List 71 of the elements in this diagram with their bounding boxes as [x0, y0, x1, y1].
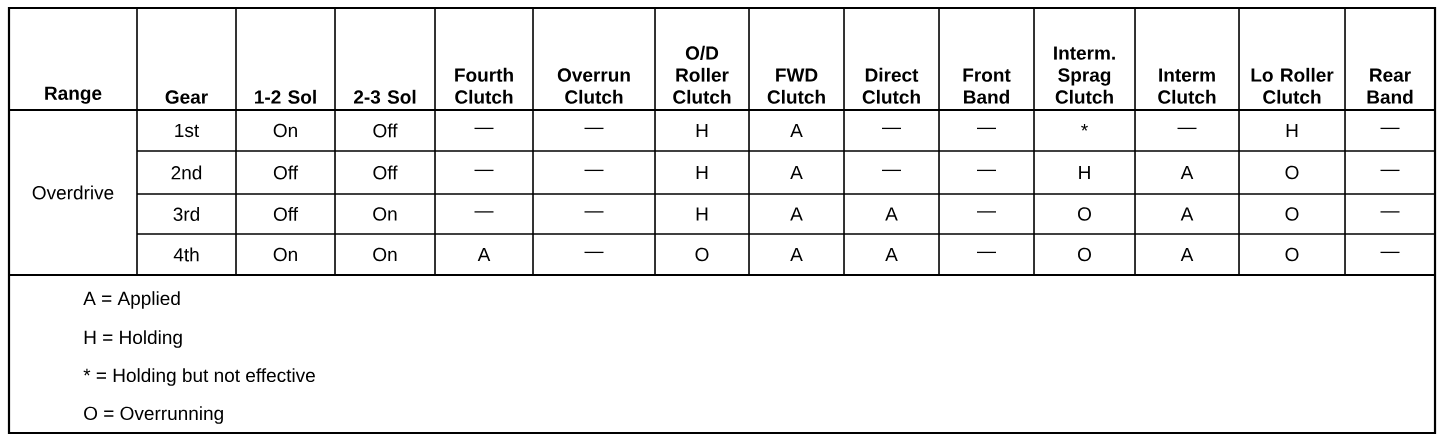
- table-cell: Off: [273, 207, 299, 221]
- table-cell: —: [584, 127, 604, 130]
- table-cell: —: [584, 211, 604, 213]
- legend-note: A = Applied: [83, 291, 180, 309]
- table-cell: O: [1078, 207, 1091, 221]
- table-cell: O: [695, 247, 709, 262]
- table-cell: —: [584, 251, 604, 254]
- table-cell: A: [1180, 207, 1194, 221]
- column-header: O/D Roller Clutch: [673, 45, 731, 104]
- legend-note: H = Holding: [84, 330, 182, 348]
- column-header: Interm. Sprag Clutch: [1054, 46, 1115, 104]
- column-header: Fourth Clutch: [455, 67, 513, 104]
- table-cell: O: [1285, 165, 1299, 180]
- legend-note: * = Holding but not effective: [83, 368, 315, 386]
- table-cell: A: [477, 247, 491, 262]
- legend-note: O = Overrunning: [84, 406, 223, 424]
- table-cell: —: [1380, 169, 1400, 172]
- column-header: Gear: [165, 90, 208, 104]
- table-cell: On: [273, 247, 297, 262]
- column-header: Direct Clutch: [862, 67, 920, 104]
- table-cell: H: [696, 165, 708, 180]
- table-cell: A: [790, 165, 803, 180]
- table-cell: On: [373, 247, 397, 262]
- table-cell: —: [474, 211, 494, 213]
- table-cell: O: [1078, 247, 1091, 262]
- column-header: Rear Band: [1367, 68, 1413, 104]
- column-header: 2-3 Sol: [354, 89, 416, 104]
- table-cell: A: [790, 247, 803, 262]
- table-cell: —: [1380, 127, 1400, 130]
- table-cell: A: [790, 207, 803, 221]
- table-cell: —: [977, 211, 996, 213]
- table-cell: A: [1180, 247, 1194, 262]
- column-header: Interm Clutch: [1158, 68, 1216, 104]
- table-cell: —: [882, 169, 901, 172]
- table-cell: —: [474, 169, 494, 172]
- table-cell: H: [696, 207, 708, 221]
- table-cell: 2nd: [171, 165, 202, 180]
- table-cell: On: [273, 123, 297, 138]
- table-cell: Off: [273, 165, 299, 180]
- table-cell: A: [885, 247, 898, 262]
- column-header: Range: [45, 86, 102, 104]
- table-cell: —: [1380, 211, 1400, 213]
- column-header: 1-2 Sol: [255, 89, 316, 104]
- table-cell: On: [373, 207, 397, 221]
- table-cell: —: [584, 169, 604, 172]
- table-cell: A: [1180, 165, 1194, 180]
- table-cell: H: [1286, 123, 1298, 138]
- table-cell: —: [977, 169, 996, 172]
- table-cell: H: [696, 123, 708, 138]
- column-header: Lo Roller Clutch: [1251, 67, 1334, 104]
- column-header: Front Band: [963, 68, 1011, 104]
- table-cell: H: [1079, 165, 1090, 180]
- table-cell: O: [1285, 207, 1299, 221]
- table-cell: —: [882, 127, 901, 130]
- column-header: FWD Clutch: [767, 68, 825, 104]
- table-cell: A: [885, 207, 898, 221]
- table-cell: O: [1285, 247, 1299, 262]
- table-cell: Off: [373, 165, 398, 180]
- table-cell: —: [977, 127, 996, 130]
- table-cell: —: [1380, 251, 1400, 254]
- table-cell: —: [977, 251, 996, 254]
- table-cell: 3rd: [173, 207, 199, 221]
- table-cell: A: [790, 123, 803, 138]
- table-cell: 4th: [173, 247, 199, 262]
- row-header: Overdrive: [32, 185, 114, 200]
- table-cell: 1st: [175, 123, 200, 138]
- column-header: Overrun Clutch: [557, 68, 630, 104]
- table-cell: *: [1081, 123, 1088, 131]
- table-cell: Off: [373, 123, 398, 138]
- table-cell: —: [1177, 127, 1197, 130]
- table-cell: —: [474, 127, 494, 130]
